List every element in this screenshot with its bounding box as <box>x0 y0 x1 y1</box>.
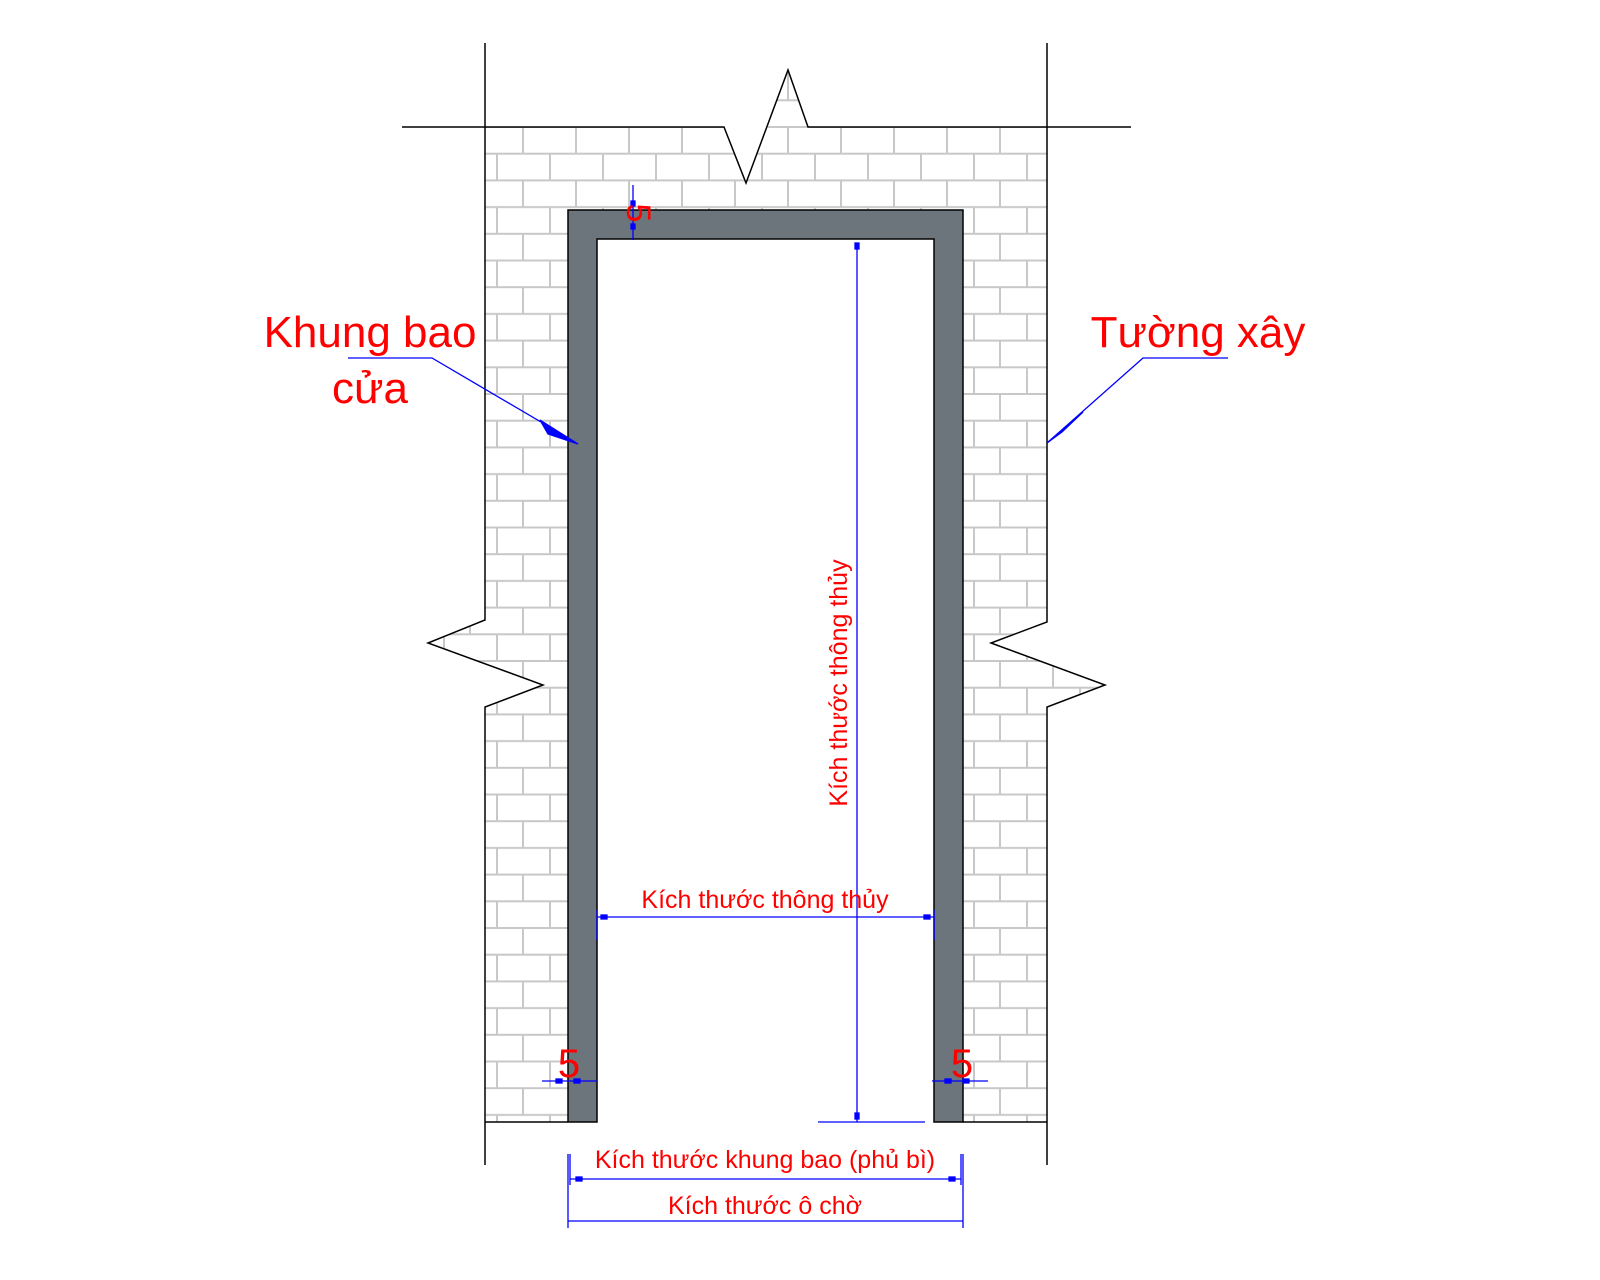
right-wall <box>963 210 1105 1122</box>
dimension-lines <box>348 185 1228 1228</box>
frame-label-line2: cửa <box>332 364 408 413</box>
left-wall <box>428 210 568 1122</box>
top-gap-label: 5 <box>619 204 657 223</box>
left-gap-label: 5 <box>558 1042 580 1086</box>
right-gap-label: 5 <box>951 1042 973 1086</box>
wall-label: Tường xây <box>1091 308 1306 357</box>
top-wall <box>485 70 1047 210</box>
clear-height-label: Kích thước thông thủy <box>825 559 853 807</box>
frame-label-line1: Khung bao <box>264 308 477 357</box>
frame-size-label: Kích thước khung bao (phủ bì) <box>595 1146 935 1174</box>
clear-width-label: Kích thước thông thủy <box>641 886 889 914</box>
door-frame <box>567 209 964 1123</box>
opening-size-label: Kích thước ô chờ <box>668 1192 862 1220</box>
wall-outlines <box>402 43 1131 1165</box>
brick-wall <box>428 70 1105 1122</box>
